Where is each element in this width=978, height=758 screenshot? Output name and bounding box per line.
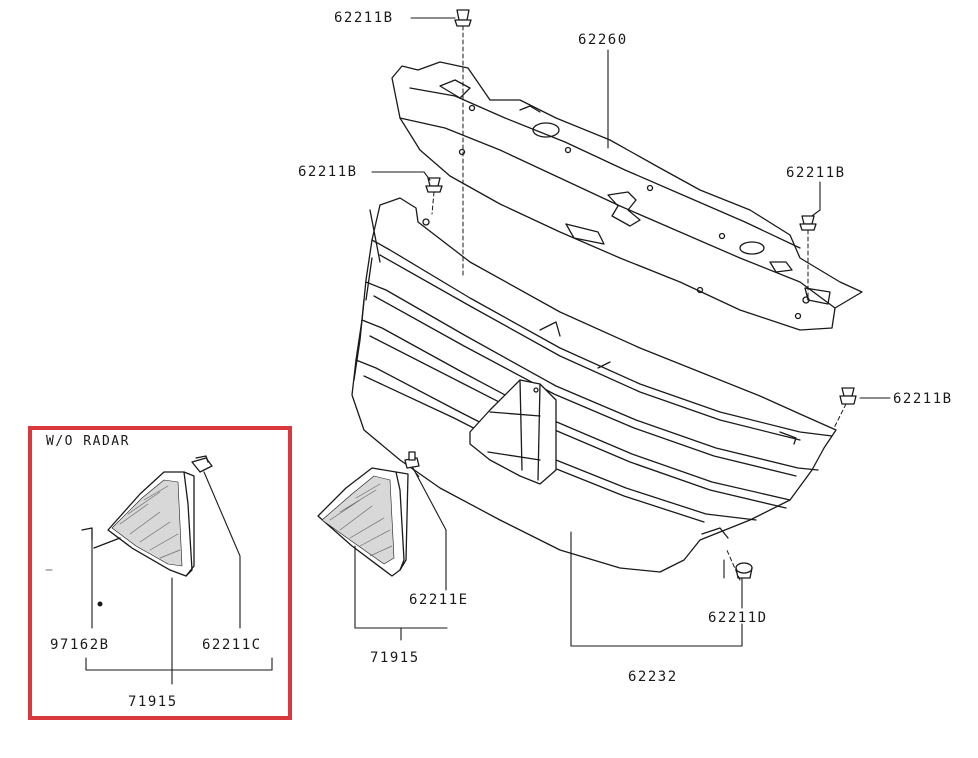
inset-title: W/O RADAR: [46, 434, 130, 449]
label-top-bolt: 62211B: [334, 10, 394, 26]
clip-fastener-right-upper: [799, 215, 817, 231]
inset-clip-fastener: [191, 455, 213, 473]
inset-leader-lines: [85, 471, 273, 685]
label-inset-assembly: 71915: [128, 694, 178, 710]
inset-cover-plate: [81, 471, 195, 577]
clip-fastener-right-side: [839, 387, 857, 405]
label-right-side-bolt: 62211B: [893, 391, 953, 407]
label-right-upper-bolt: 62211B: [786, 165, 846, 181]
clip-fastener-d: [735, 562, 753, 579]
clip-fastener-top: [454, 9, 472, 27]
clip-fastener-left-upper: [425, 177, 443, 193]
clip-fastener-e: [404, 451, 420, 469]
label-cover-plate-main: 71915: [370, 650, 420, 666]
label-inset-part-left: 97162B: [50, 637, 110, 653]
front-grille: [351, 197, 837, 573]
label-bolt-d: 62211D: [708, 610, 768, 626]
label-cover: 62260: [578, 32, 628, 48]
grille-cover-plate: [317, 467, 409, 577]
leader-lines: [354, 17, 891, 647]
label-inset-part-right: 62211C: [202, 637, 262, 653]
label-bolt-e: 62211E: [409, 592, 469, 608]
label-left-upper-bolt: 62211B: [298, 164, 358, 180]
inset-dot: [97, 601, 103, 607]
label-grille: 62232: [628, 669, 678, 685]
